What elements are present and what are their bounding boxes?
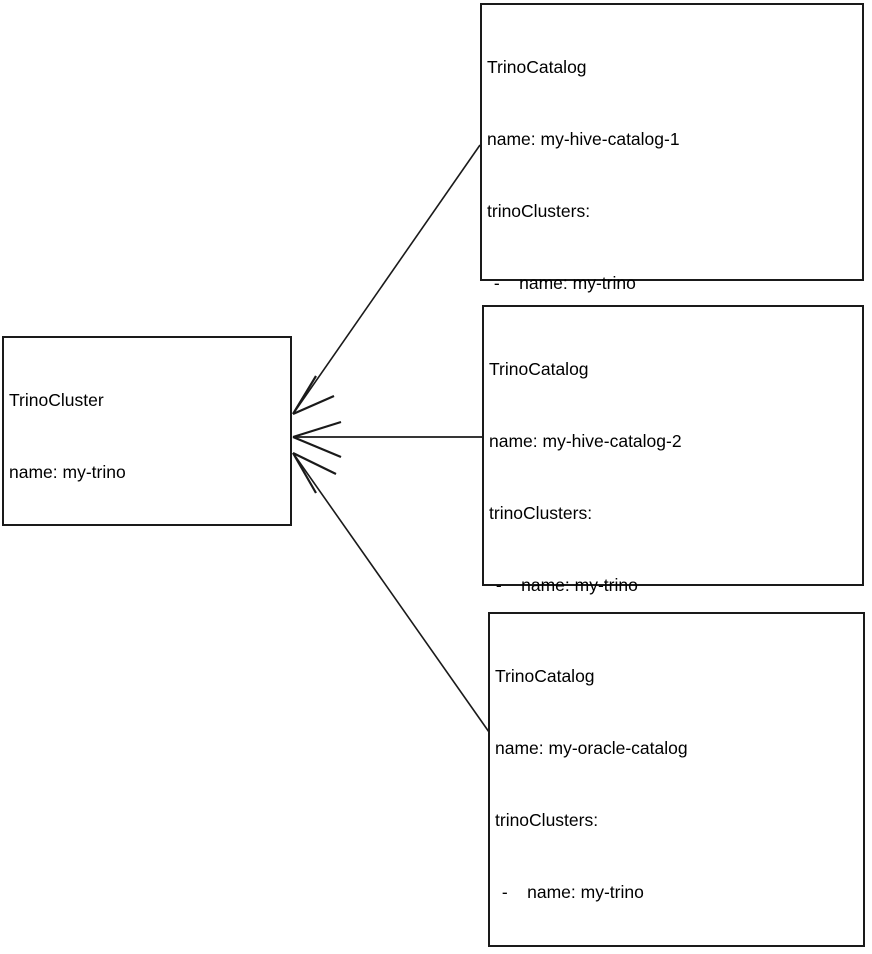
node-line: TrinoCatalog (487, 57, 587, 77)
node-line: - name: my-trino (497, 882, 644, 902)
node-line: trinoClusters: (489, 503, 593, 523)
node-trino-cluster[interactable]: TrinoCluster name: my-trino (2, 336, 292, 526)
node-trino-catalog-oracle-text: TrinoCatalog name: my-oracle-catalog tri… (495, 616, 861, 954)
edge-catalog-1-to-cluster (292, 144, 481, 416)
node-line: name: my-oracle-catalog (495, 738, 688, 758)
node-line: trinoClusters: (487, 201, 591, 221)
node-line: trinoClusters: (495, 810, 599, 830)
node-line: name: my-hive-catalog-1 (487, 129, 680, 149)
node-line: name: my-hive-catalog-2 (489, 431, 682, 451)
node-line: - name: my-trino (491, 575, 638, 595)
edge-catalog-2-to-cluster (292, 420, 482, 459)
node-line: TrinoCatalog (495, 666, 595, 686)
node-trino-catalog-hive-1[interactable]: TrinoCatalog name: my-hive-catalog-1 tri… (480, 3, 864, 653)
node-trino-cluster-text: TrinoCluster name: my-trino (9, 340, 288, 532)
node-trino-catalog-hive-2[interactable]: TrinoCatalog name: my-hive-catalog-2 tri… (482, 305, 864, 883)
node-line: name: my-trino (9, 462, 126, 482)
node-line: TrinoCatalog (489, 359, 589, 379)
edge-catalog-3-to-cluster (292, 452, 490, 733)
node-line: - name: my-trino (489, 273, 636, 293)
node-line: TrinoCluster (9, 390, 104, 410)
node-trino-catalog-oracle[interactable]: TrinoCatalog name: my-oracle-catalog tri… (488, 612, 865, 947)
